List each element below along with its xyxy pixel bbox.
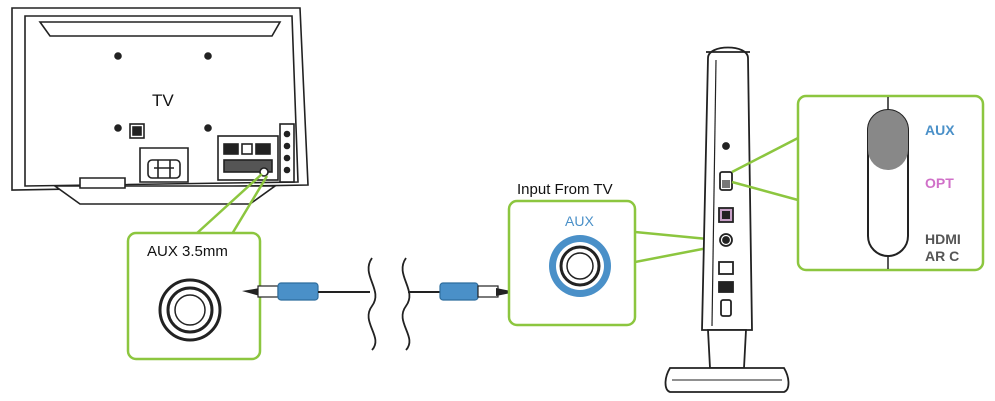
tv-screw-icon	[204, 124, 212, 132]
cable-break-icon	[367, 257, 411, 351]
tv-top-ridge	[38, 21, 282, 37]
speaker-hdmi-port	[718, 261, 734, 275]
aux-cable	[242, 257, 516, 351]
selector-slider-icon	[867, 97, 909, 269]
tv-screw-icon	[204, 52, 212, 60]
switch-label-opt: OPT	[925, 175, 954, 191]
tv-label: TV	[152, 91, 174, 110]
switch-label-hdmi: HDMI	[925, 231, 961, 247]
input-callout: AUX	[507, 199, 637, 327]
tv-aux-callout-label: AUX 3.5mm	[147, 243, 228, 260]
tv-io-panel	[217, 135, 279, 181]
selector-slider-knob	[868, 110, 908, 170]
tv-screw-icon	[114, 124, 122, 132]
right-plug-icon	[439, 282, 516, 301]
input-aux-jack-icon	[549, 235, 611, 297]
tv-callout-lines	[195, 173, 269, 235]
input-callout-title: Input From TV	[517, 181, 613, 198]
input-port-label: AUX	[565, 213, 594, 229]
tv-aux-callout: AUX 3.5mm	[126, 231, 262, 361]
speaker-tower	[664, 46, 790, 393]
speaker-usb-port	[720, 299, 732, 317]
switch-callout: AUX OPT HDMI AR C	[796, 94, 985, 272]
tv-side-jacks	[279, 123, 295, 183]
aux-jack-icon	[158, 278, 222, 342]
tv-back-panel	[24, 15, 299, 187]
switch-label-arc: AR C	[925, 248, 959, 264]
switch-callout-lines	[731, 136, 799, 202]
speaker-neck	[707, 329, 747, 369]
switch-label-aux: AUX	[925, 122, 955, 138]
tv-label-plate	[129, 123, 145, 139]
left-plug-icon	[242, 282, 319, 301]
speaker-rear-panel	[718, 142, 734, 317]
tv-stand-neck	[139, 147, 189, 183]
tv-screw-icon	[114, 52, 122, 60]
